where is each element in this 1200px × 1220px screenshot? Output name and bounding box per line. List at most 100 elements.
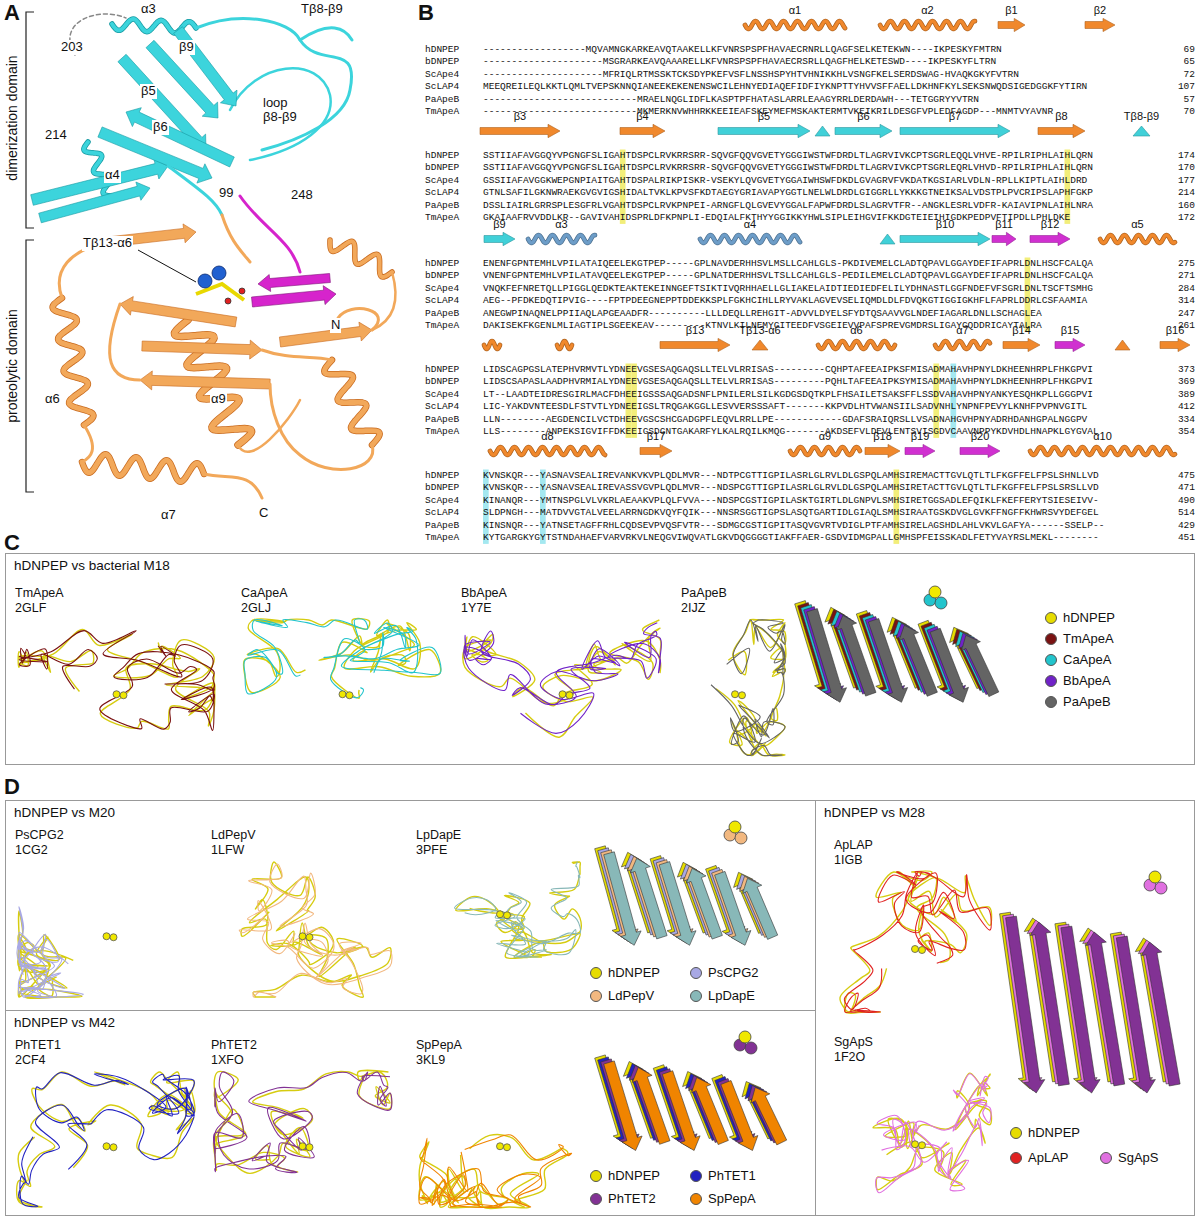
- superposition-trace: [840, 871, 992, 1013]
- legend-entry: LdPepV: [590, 988, 654, 1003]
- sequence-row: GTNLSAFILGKNWRAEKGVGVIGSHIDALTVKLKPVSFKD…: [483, 187, 1093, 199]
- atom-sphere: [306, 1144, 313, 1151]
- legend-text: PsCPG2: [708, 965, 759, 980]
- atom-sphere: [299, 933, 306, 940]
- metal-sphere: [929, 586, 941, 598]
- superposition-trace: [711, 620, 785, 756]
- helix-symbol: [790, 447, 860, 455]
- legend-entry: SpPepA: [690, 1191, 756, 1206]
- turn-symbol: [752, 340, 768, 350]
- secondary-structure-label: α6: [850, 324, 862, 337]
- beta-strand: [279, 322, 372, 347]
- protein-name: PsCPG2: [14, 828, 65, 843]
- superposition-trace: [19, 1073, 195, 1207]
- panel-letter: B: [418, 0, 434, 25]
- beta-strand: [142, 340, 262, 359]
- helix-symbol: [818, 341, 895, 349]
- helix-symbol: [1030, 447, 1175, 455]
- species-name: PaApeB: [425, 200, 459, 212]
- beta-strand: [835, 124, 892, 137]
- residue-number: 490: [1178, 495, 1195, 507]
- residue-number: 170: [1178, 162, 1195, 174]
- loop: [240, 196, 300, 272]
- helix-symbol: [745, 21, 845, 29]
- beta-strand: [620, 124, 665, 137]
- secondary-structure-label: β7: [949, 110, 961, 123]
- secondary-structure-label: β19: [911, 430, 930, 443]
- residue-number: 451: [1178, 532, 1195, 544]
- atom-sphere: [912, 946, 919, 953]
- superposition-trace: [455, 862, 581, 957]
- residue-number: 247: [1178, 308, 1195, 320]
- legend-text: hDNPEP: [608, 965, 660, 980]
- sequence-row: KINANQR---YMTNSPGLVLVKRLAEAAKVPLQLFVVA--…: [483, 495, 1099, 507]
- helix: [330, 240, 392, 277]
- sequence-row: ANEGWPINAQNELPPIIAQLAPGEAADFR----------L…: [483, 308, 1042, 320]
- atom-sphere: [732, 691, 739, 698]
- beta-strand: [1003, 338, 1040, 351]
- legend-text: TmApeA: [1063, 631, 1114, 646]
- superposition-trace: [844, 872, 991, 1013]
- helix-symbol: [880, 21, 975, 29]
- beta-strand: [992, 232, 1016, 245]
- legend-entry: hDNPEP: [590, 965, 660, 980]
- atom-sphere: [113, 691, 120, 698]
- secondary-structure-label: α9: [819, 430, 831, 443]
- beta-strand: [962, 635, 999, 696]
- sequence-row: ENENFGPNTEMHLVPILATAIQEELEKGTPEP-----GPL…: [483, 258, 1093, 270]
- superposition-trace: [18, 911, 82, 998]
- loop: [82, 425, 93, 462]
- legend-swatch: [690, 1170, 702, 1182]
- metal-sphere: [739, 1031, 751, 1043]
- sequence-row: LLN--------AEGDENCILVCTDHEEVGSCSHCGADGPF…: [483, 414, 1087, 426]
- loop: [300, 28, 352, 40]
- beta-strand: [640, 444, 672, 457]
- residue-number: 284: [1178, 283, 1195, 295]
- domain-label: dimerization domain: [4, 55, 20, 180]
- superposition-trace: [213, 1070, 391, 1173]
- legend-text: LdPepV: [608, 988, 654, 1003]
- protein-name: PhTET1: [14, 1038, 62, 1053]
- beta-strand: [98, 127, 212, 183]
- legend-swatch: [1045, 654, 1057, 666]
- panel-title: hDNPEP vs bacterial M18: [10, 557, 174, 574]
- legend-swatch: [1010, 1152, 1022, 1164]
- beta-strand: [660, 338, 730, 351]
- panel-title: hDNPEP vs M42: [10, 1014, 119, 1031]
- secondary-structure-label: β9: [493, 218, 505, 231]
- atom-sphere: [103, 933, 110, 940]
- helix-symbol: [484, 341, 500, 349]
- species-name: TmApeA: [425, 426, 459, 438]
- helix-symbol: [700, 235, 800, 243]
- loop: [168, 166, 222, 215]
- species-name: bDNPEP: [425, 162, 459, 174]
- structure-label: 203: [60, 40, 84, 55]
- structure-label: 99: [218, 186, 234, 201]
- legend-swatch: [690, 967, 702, 979]
- secondary-structure-label: α10: [1093, 430, 1112, 443]
- metal-sphere: [735, 832, 747, 844]
- species-name: PaApeB: [425, 520, 459, 532]
- legend-text: hDNPEP: [1028, 1125, 1080, 1140]
- helix-symbol: [1100, 235, 1175, 243]
- legend-text: PhTET2: [608, 1191, 656, 1206]
- helix-symbol: [790, 447, 860, 455]
- sequence-row: AEG--PFDKEDQTIPVIG----FPTPDEEGNEPPTDDEKK…: [483, 295, 1087, 307]
- loop: [110, 304, 140, 380]
- structure-label: β9: [178, 40, 195, 55]
- protein-name: PhTET2: [210, 1038, 258, 1053]
- legend-text: hDNPEP: [608, 1168, 660, 1183]
- secondary-structure-label: α8: [541, 430, 553, 443]
- beta-strand: [39, 182, 150, 223]
- panel-letter: C: [4, 530, 20, 555]
- panel-title: hDNPEP vs M20: [10, 804, 119, 821]
- secondary-structure-label: β16: [1166, 324, 1185, 337]
- structure-label: Tβ8-β9: [300, 2, 344, 17]
- legend-text: LpDapE: [708, 988, 755, 1003]
- structure-label: α9: [210, 392, 227, 407]
- panel-box: hDNPEP vs M20: [5, 800, 816, 1011]
- secondary-structure-label: α7: [956, 324, 968, 337]
- protein-name: CaApeA: [240, 586, 289, 601]
- beta-strand: [140, 371, 270, 390]
